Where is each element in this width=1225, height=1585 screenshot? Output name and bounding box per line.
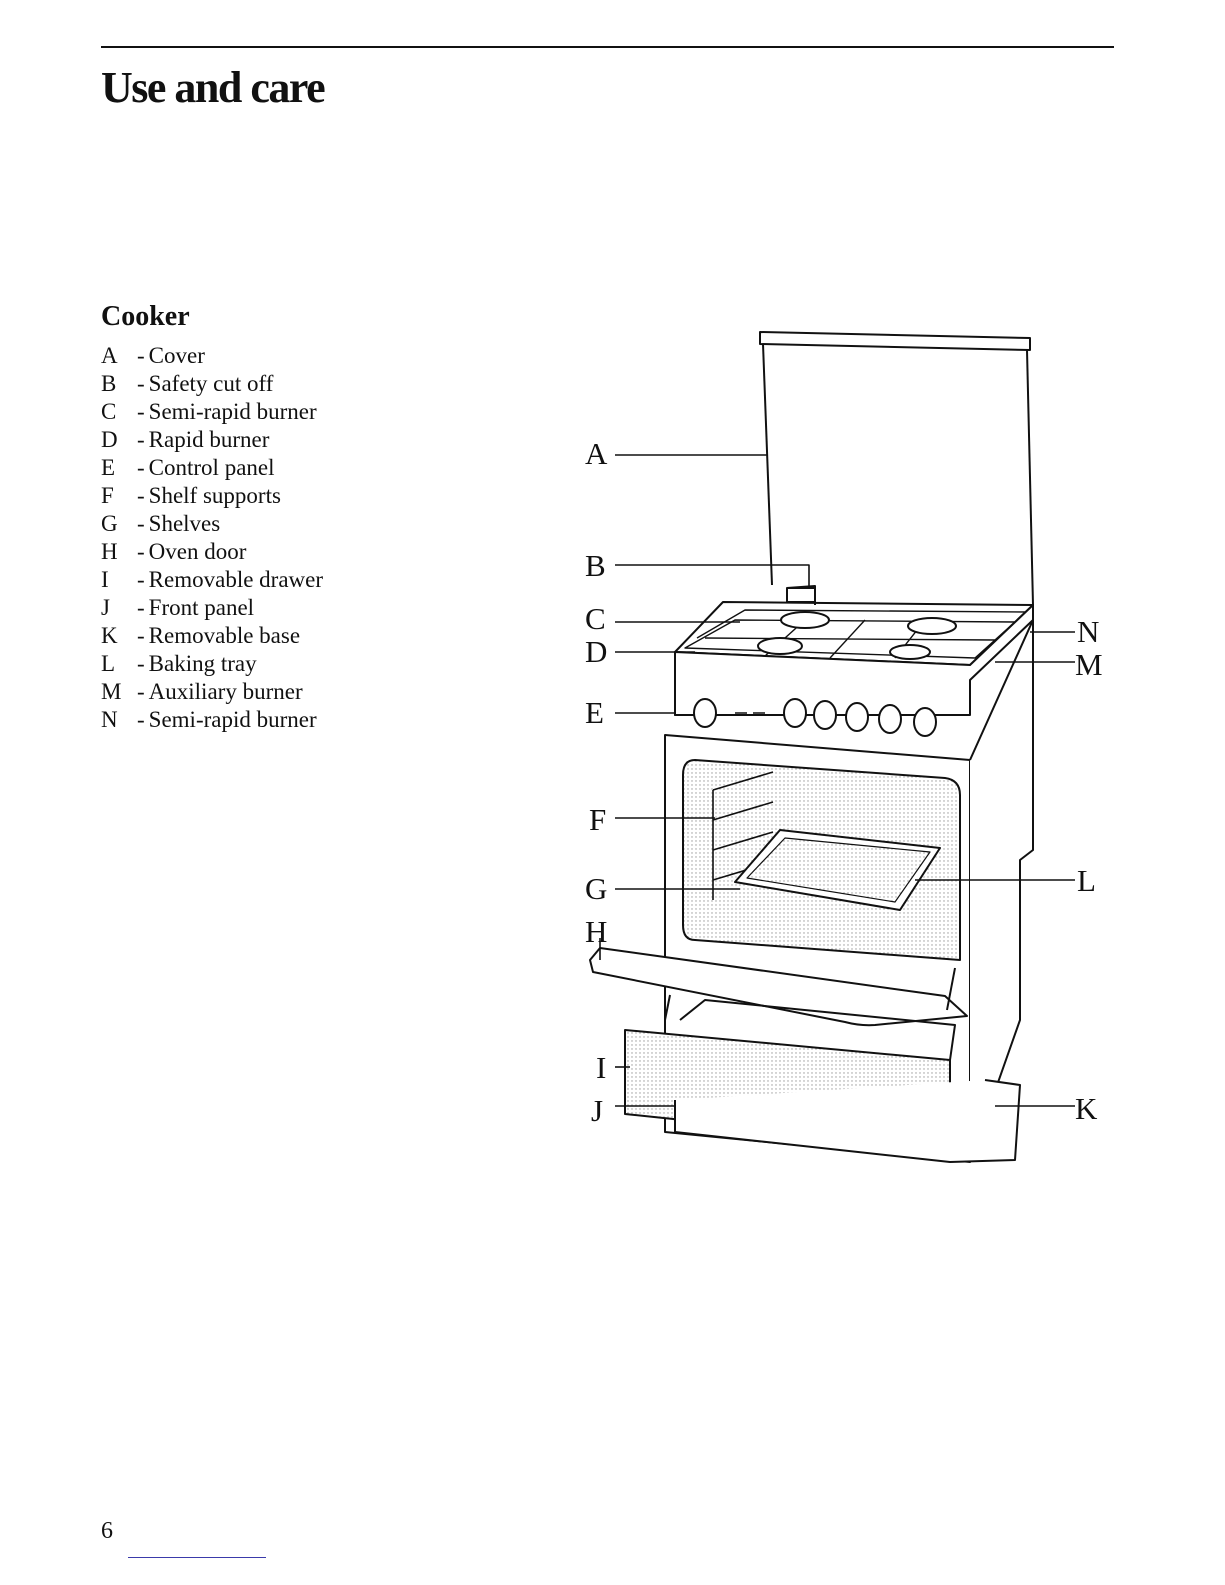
page-number: 6 [101, 1518, 113, 1545]
callout-n: N [1077, 616, 1099, 647]
legend-label: Rapid burner [149, 427, 270, 452]
legend-item: A-Cover [101, 342, 323, 370]
legend-letter: N [101, 706, 137, 734]
callout-a: A [585, 438, 607, 469]
legend-label: Shelves [149, 511, 221, 536]
legend-label: Auxiliary burner [149, 679, 303, 704]
burner-m [890, 645, 930, 659]
callout-f: F [589, 804, 606, 835]
callout-j: J [591, 1095, 603, 1126]
burner-n [908, 618, 956, 634]
callout-k: K [1075, 1093, 1097, 1124]
legend-item: N-Semi-rapid burner [101, 706, 323, 734]
legend-label: Front panel [149, 595, 254, 620]
callout-g: G [585, 873, 607, 904]
legend-dash: - [137, 679, 145, 704]
legend-dash: - [137, 707, 145, 732]
callout-i: I [596, 1052, 606, 1083]
legend-dash: - [137, 427, 145, 452]
legend-letter: D [101, 426, 137, 454]
legend-item: C-Semi-rapid burner [101, 398, 323, 426]
legend-letter: L [101, 650, 137, 678]
legend-label: Control panel [149, 455, 275, 480]
legend-label: Semi-rapid burner [149, 399, 317, 424]
callout-e: E [585, 697, 604, 728]
legend-letter: K [101, 622, 137, 650]
legend-label: Oven door [149, 539, 247, 564]
callout-h: H [585, 916, 607, 947]
hob-shape [675, 586, 1033, 665]
burner-c [781, 612, 829, 628]
legend-item: F-Shelf supports [101, 482, 323, 510]
legend-label: Semi-rapid burner [149, 707, 317, 732]
legend-label: Safety cut off [149, 371, 274, 396]
legend-dash: - [137, 455, 145, 480]
legend-letter: I [101, 566, 137, 594]
legend-item: H-Oven door [101, 538, 323, 566]
legend-item: I-Removable drawer [101, 566, 323, 594]
legend-label: Removable base [149, 623, 300, 648]
callout-m: M [1075, 649, 1103, 680]
callout-b: B [585, 550, 606, 581]
legend-letter: C [101, 398, 137, 426]
legend-letter: G [101, 510, 137, 538]
cover-shape [760, 332, 1033, 605]
legend-dash: - [137, 483, 145, 508]
burner-d [758, 638, 802, 654]
legend-dash: - [137, 371, 145, 396]
section-heading-cooker: Cooker [101, 303, 190, 331]
legend-item: K-Removable base [101, 622, 323, 650]
legend-item: D-Rapid burner [101, 426, 323, 454]
legend-dash: - [137, 343, 145, 368]
parts-legend: A-Cover B-Safety cut off C-Semi-rapid bu… [101, 342, 323, 734]
legend-item: L-Baking tray [101, 650, 323, 678]
legend-dash: - [137, 511, 145, 536]
legend-letter: A [101, 342, 137, 370]
legend-letter: E [101, 454, 137, 482]
legend-dash: - [137, 651, 145, 676]
header-rule [101, 46, 1114, 48]
legend-dash: - [137, 567, 145, 592]
legend-item: G-Shelves [101, 510, 323, 538]
legend-letter: F [101, 482, 137, 510]
callout-d: D [585, 636, 607, 667]
legend-dash: - [137, 399, 145, 424]
legend-dash: - [137, 595, 145, 620]
cooker-illustration [575, 320, 1135, 1180]
legend-letter: M [101, 678, 137, 706]
legend-letter: B [101, 370, 137, 398]
legend-dash: - [137, 539, 145, 564]
callout-l: L [1077, 865, 1096, 896]
footer-link-underline[interactable] [128, 1557, 266, 1558]
legend-item: E-Control panel [101, 454, 323, 482]
callout-c: C [585, 603, 606, 634]
legend-label: Shelf supports [149, 483, 281, 508]
legend-label: Removable drawer [149, 567, 323, 592]
legend-item: J-Front panel [101, 594, 323, 622]
legend-label: Baking tray [149, 651, 257, 676]
legend-item: B-Safety cut off [101, 370, 323, 398]
cooker-diagram: A B C D E F G H I J K L M N [575, 320, 1135, 1180]
legend-letter: H [101, 538, 137, 566]
legend-dash: - [137, 623, 145, 648]
legend-letter: J [101, 594, 137, 622]
legend-item: M-Auxiliary burner [101, 678, 323, 706]
page-title: Use and care [101, 66, 324, 110]
legend-label: Cover [149, 343, 205, 368]
